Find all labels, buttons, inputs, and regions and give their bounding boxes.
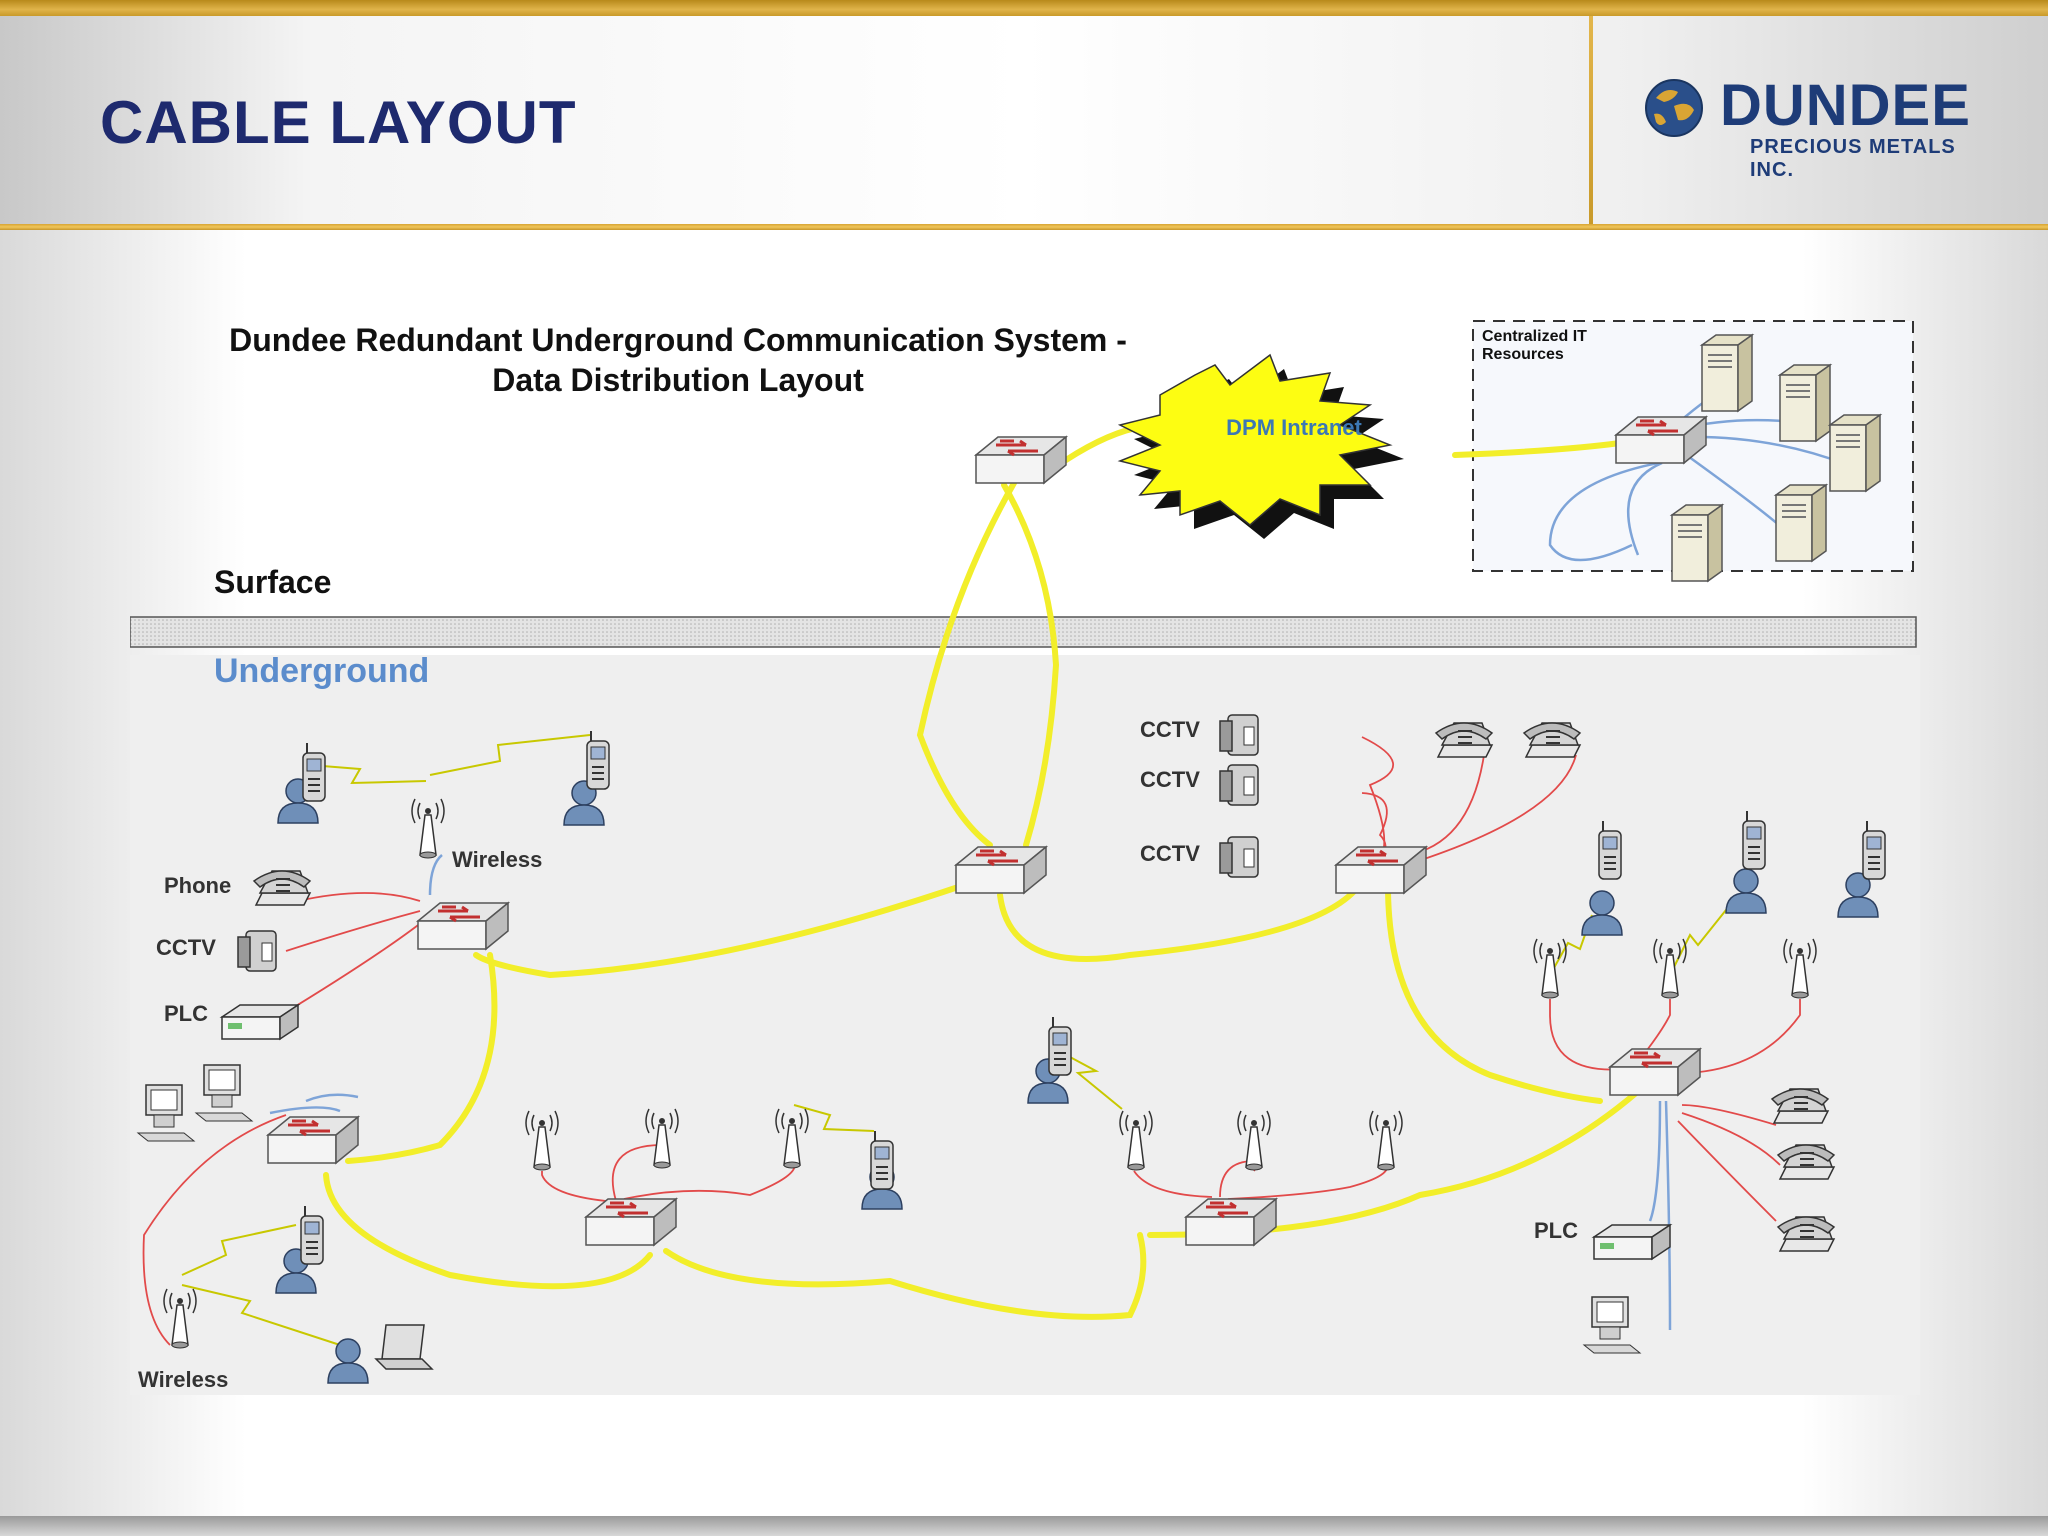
cloud-label: DPM Intranet — [1226, 415, 1362, 440]
server-icon — [1829, 414, 1881, 492]
network-diagram: Dundee Redundant Underground Communicati… — [130, 320, 1920, 1395]
label-cctv-3: CCTV — [1140, 841, 1200, 866]
bottom-bar — [0, 1516, 2048, 1536]
underground-switch-center — [954, 845, 1048, 895]
underground-switch-cctv — [1334, 845, 1428, 895]
underground-switch-right — [1608, 1047, 1702, 1097]
desk-phone-icon — [1771, 1088, 1829, 1124]
label-cctv-2: CCTV — [1140, 767, 1200, 792]
laptop-icon — [374, 1324, 434, 1370]
underground-switch-bottom-right — [1184, 1197, 1278, 1247]
slide-header — [0, 16, 2048, 224]
server-icon — [1701, 334, 1753, 412]
cctv-camera-icon — [237, 930, 277, 972]
underground-switch-left-bottom — [266, 1115, 360, 1165]
desk-phone-icon — [1777, 1144, 1835, 1180]
plc-icon — [1593, 1224, 1671, 1260]
logo-name: DUNDEE — [1720, 73, 1971, 138]
cctv-camera-icon — [1219, 714, 1259, 756]
underground-switch-bottom-mid — [584, 1197, 678, 1247]
label-wireless-bottom: Wireless — [138, 1367, 228, 1392]
cctv-camera-icon — [1219, 764, 1259, 806]
surface-boundary — [130, 616, 1917, 648]
label-cctv-left: CCTV — [156, 935, 216, 960]
diagram-title-line2: Data Distribution Layout — [492, 362, 864, 398]
top-accent-bar — [0, 0, 2048, 16]
surface-label: Surface — [214, 564, 331, 600]
database-server-icon — [1779, 364, 1831, 442]
desk-phone-icon — [1523, 722, 1581, 758]
diagram-title-line1: Dundee Redundant Underground Communicati… — [229, 322, 1127, 358]
desk-phone-icon — [1435, 722, 1493, 758]
web-server-icon — [1671, 504, 1723, 582]
company-logo: DUNDEE PRECIOUS METALS INC. — [1640, 72, 2000, 181]
dpm-intranet-cloud: DPM Intranet — [1117, 353, 1404, 539]
logo-divider — [1589, 16, 1593, 224]
underground-region — [130, 655, 1920, 1395]
label-plc-right: PLC — [1534, 1218, 1578, 1243]
it-box-label-line1: Centralized IT — [1482, 328, 1587, 345]
page-title: CABLE LAYOUT — [100, 89, 577, 156]
label-phone: Phone — [164, 873, 231, 898]
header-rule — [0, 224, 2048, 230]
label-plc-left: PLC — [164, 1001, 208, 1026]
label-wireless-top: Wireless — [452, 847, 542, 872]
label-cctv-1: CCTV — [1140, 717, 1200, 742]
logo-subtitle: PRECIOUS METALS INC. — [1750, 136, 1956, 181]
cctv-camera-icon — [1219, 836, 1259, 878]
server-icon — [1775, 484, 1827, 562]
it-box-label-line2: Resources — [1482, 346, 1564, 363]
plc-icon — [221, 1004, 299, 1040]
desk-phone-icon — [253, 870, 311, 906]
desk-phone-icon — [1777, 1216, 1835, 1252]
copper-links — [142, 736, 1801, 1346]
surface-core-switch — [974, 435, 1068, 485]
globe-logo-icon — [1645, 79, 1703, 137]
it-core-switch — [1614, 415, 1708, 465]
underground-label: Underground — [214, 652, 429, 690]
underground-switch-left — [416, 901, 510, 951]
